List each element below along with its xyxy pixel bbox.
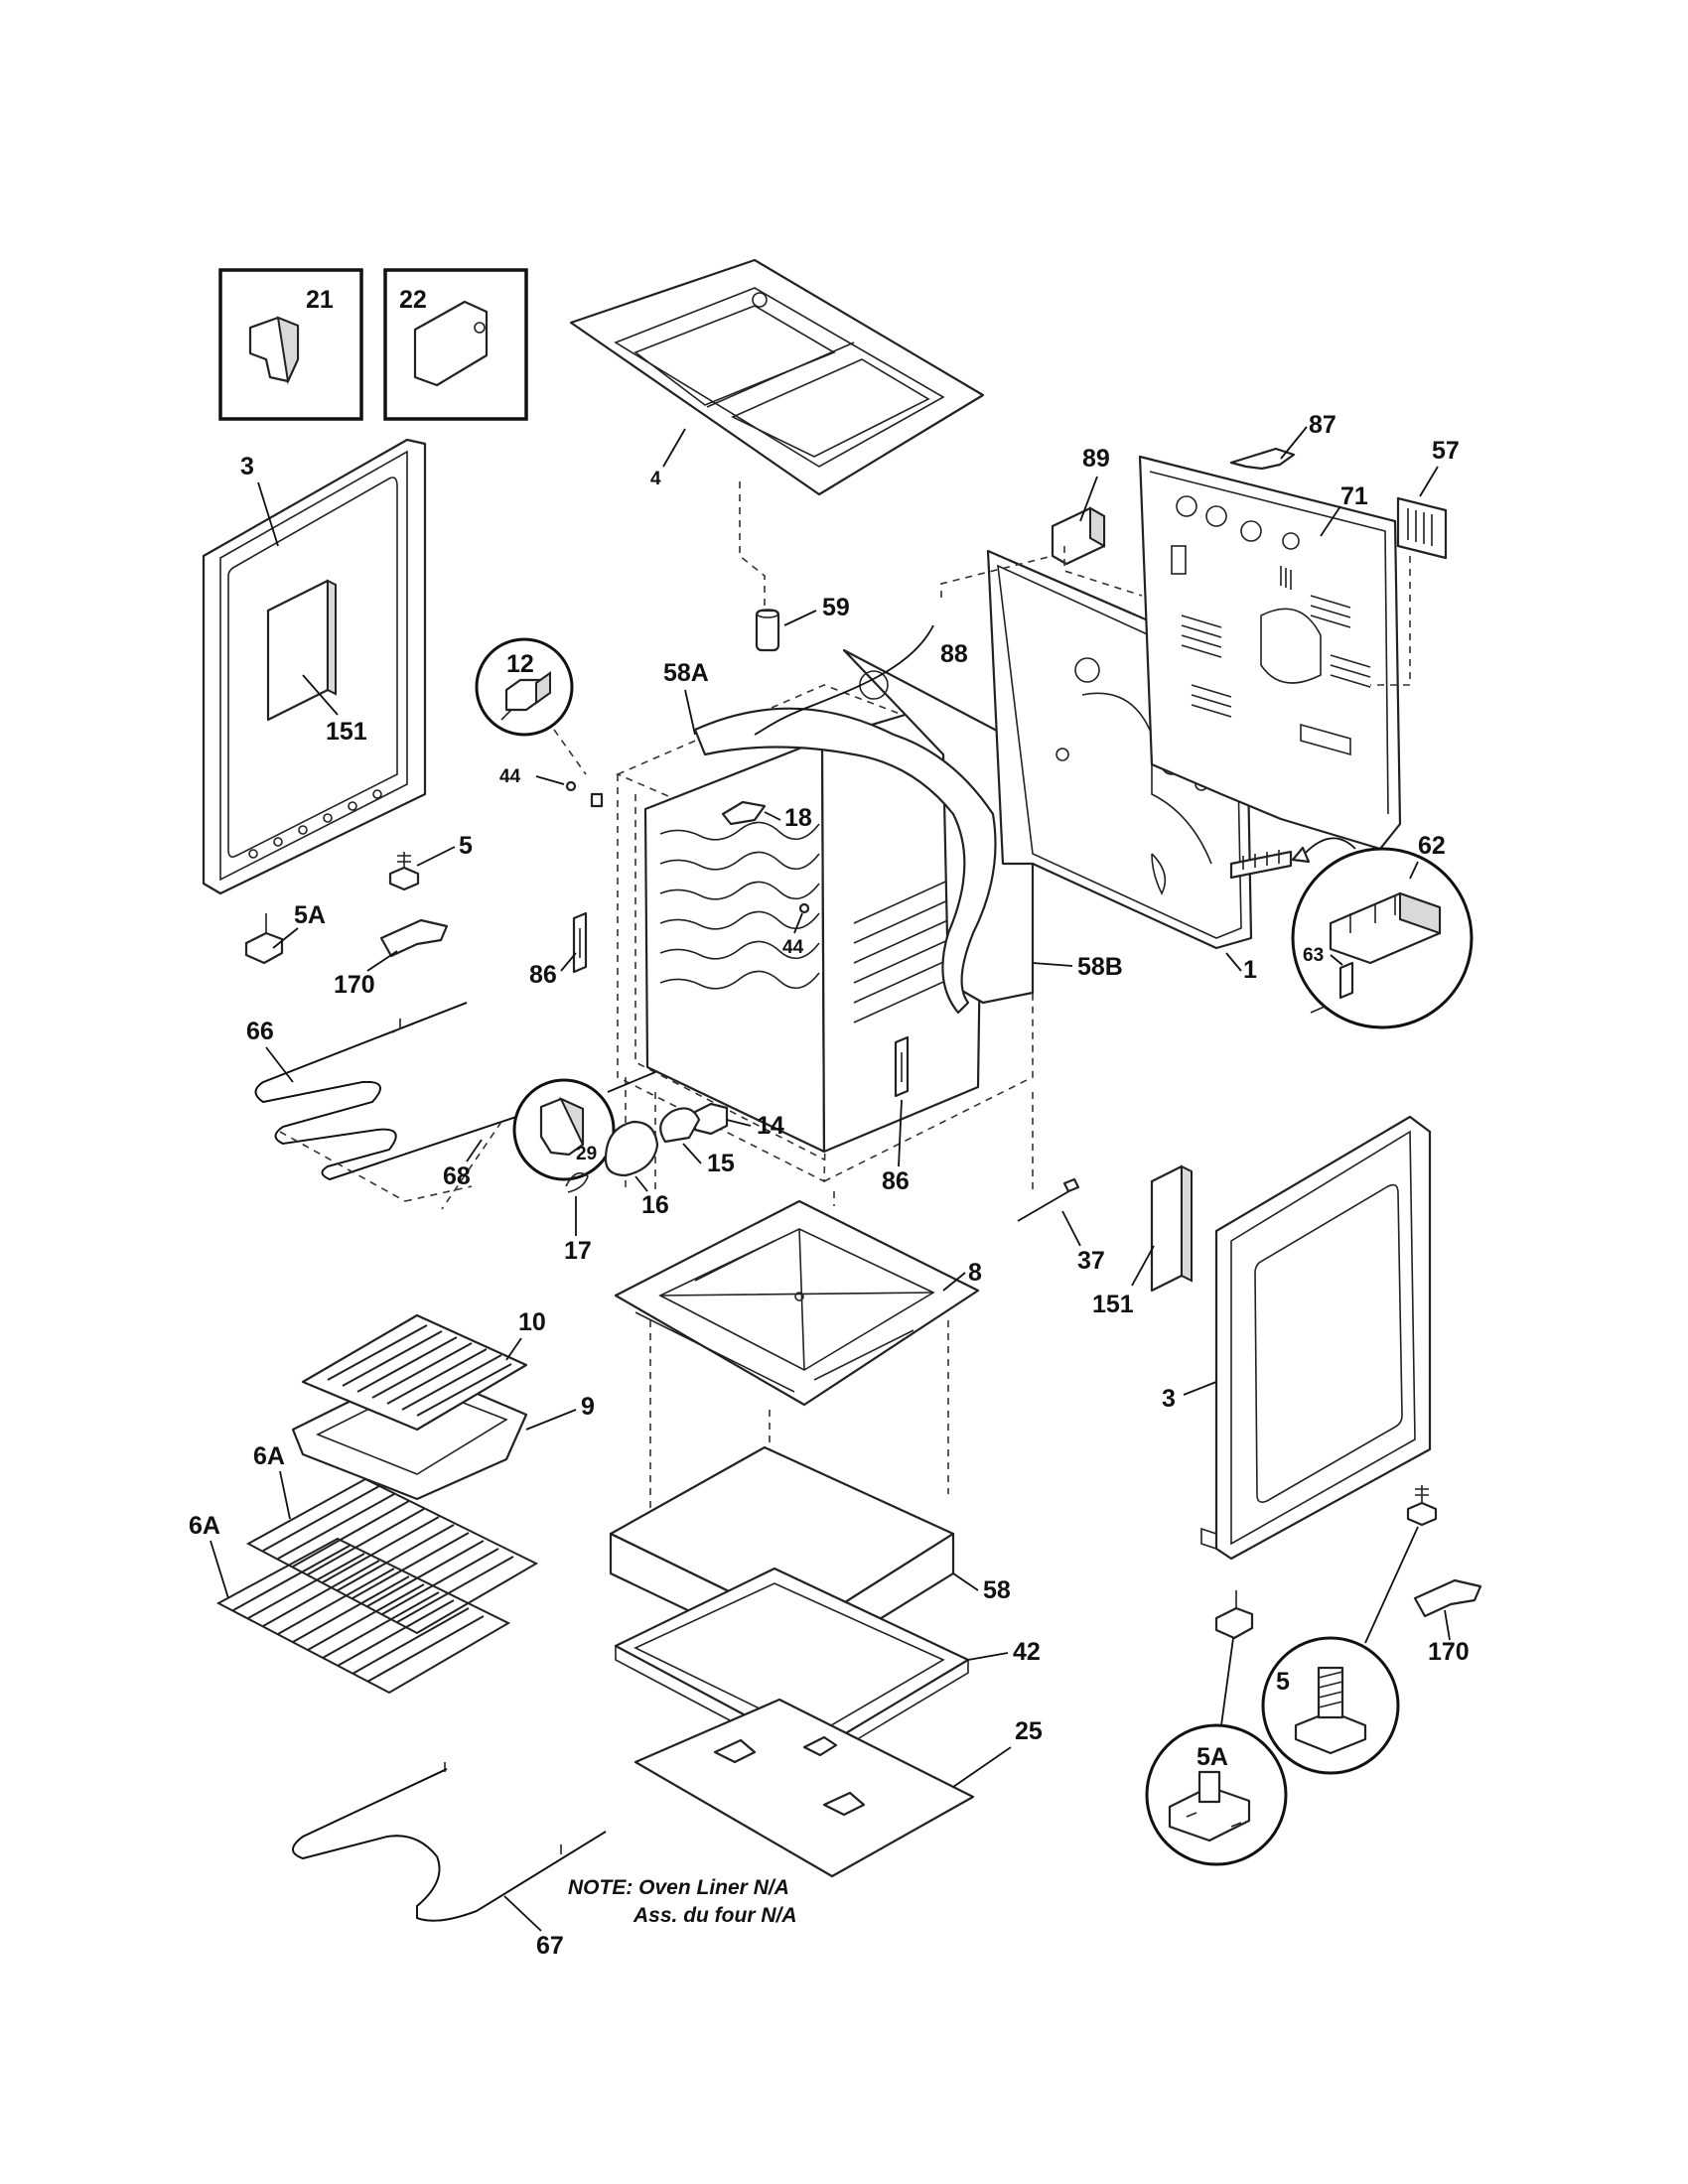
light-bulb-15: [659, 1107, 701, 1144]
callout-58A: 58A: [663, 659, 709, 687]
terminal-strip: [1229, 850, 1293, 880]
callout-4: 4: [650, 469, 661, 489]
light-socket-detail-circle: [512, 1078, 616, 1181]
callout-18: 18: [784, 804, 812, 832]
callout-14: 14: [757, 1112, 784, 1140]
side-bracket-86-left: [572, 911, 588, 974]
callout-57: 57: [1432, 437, 1460, 465]
note-line-1: NOTE: Oven Liner N/A: [568, 1876, 789, 1899]
callout-22: 22: [399, 286, 427, 314]
callout-151-right: 151: [1092, 1291, 1134, 1318]
callout-86-left: 86: [529, 961, 557, 989]
right-door-panel: [1200, 1115, 1432, 1561]
leveling-leg-detail-circle: [1261, 1636, 1400, 1775]
callout-12: 12: [506, 650, 534, 678]
broil-pan-grid-10: [301, 1313, 528, 1432]
leveling-leg-right: [1406, 1485, 1438, 1527]
callout-9: 9: [581, 1393, 595, 1421]
callout-15: 15: [707, 1150, 735, 1177]
terminal-block-detail-circle: [1291, 847, 1474, 1029]
leveling-leg-bracket-left: [244, 913, 284, 965]
callout-58B: 58B: [1077, 953, 1123, 981]
callout-42: 42: [1013, 1638, 1041, 1666]
callout-5-left: 5: [459, 832, 473, 860]
terminal-block-59: [755, 609, 780, 652]
inset-box-part-21: 21: [218, 268, 363, 421]
callout-151-left: 151: [326, 718, 367, 746]
leveling-leg-left: [388, 852, 420, 891]
callout-3-left: 3: [240, 453, 254, 480]
callout-62: 62: [1418, 832, 1446, 860]
callout-67: 67: [536, 1932, 564, 1960]
callout-25: 25: [1015, 1717, 1043, 1745]
lens-clip-17: [565, 1171, 589, 1193]
callout-71: 71: [1340, 482, 1368, 510]
callout-37: 37: [1077, 1247, 1105, 1275]
oven-switch-detail-circle: [475, 637, 574, 737]
bottom-cover-25: [633, 1698, 975, 1878]
oven-rack-bottom: [215, 1537, 511, 1695]
callout-59: 59: [822, 594, 850, 621]
rear-bracket-89: [1051, 506, 1106, 566]
temperature-sensor-37: [1017, 1177, 1080, 1222]
side-bracket-86-right: [894, 1035, 910, 1098]
callout-87: 87: [1309, 411, 1336, 439]
callout-88: 88: [940, 640, 968, 668]
leveling-bracket-detail-circle: [1145, 1723, 1288, 1866]
leveling-leg-bracket-right: [1214, 1590, 1254, 1640]
callout-6A-top: 6A: [253, 1442, 285, 1470]
anti-tip-bracket-left: [379, 918, 449, 958]
anti-tip-bracket-right: [1413, 1578, 1482, 1618]
callout-63: 63: [1303, 945, 1324, 966]
top-panel: [569, 258, 985, 496]
callout-44-a: 44: [499, 766, 521, 787]
callout-29: 29: [576, 1144, 597, 1164]
callout-16: 16: [641, 1191, 669, 1219]
callout-89: 89: [1082, 445, 1110, 473]
oven-bottom-panel: [614, 1199, 980, 1407]
small-cover-plate-87: [1229, 447, 1296, 471]
callout-8: 8: [968, 1259, 982, 1287]
callout-68: 68: [443, 1162, 471, 1190]
inset-box-part-22: 22: [383, 268, 528, 421]
note-line-2: Ass. du four N/A: [633, 1904, 797, 1927]
callout-44-b: 44: [782, 937, 804, 958]
callout-170-left: 170: [334, 971, 375, 999]
callout-170-right: 170: [1428, 1638, 1470, 1666]
callout-5-right: 5: [1276, 1668, 1290, 1696]
callout-5A-right: 5A: [1196, 1743, 1228, 1771]
light-socket-14: [693, 1102, 729, 1136]
callout-1: 1: [1243, 956, 1257, 984]
callout-6A-bottom: 6A: [189, 1512, 220, 1540]
side-rail-151-right: [1150, 1164, 1193, 1293]
back-panel: [1138, 455, 1402, 851]
callout-86-right: 86: [882, 1167, 910, 1195]
callout-3-right: 3: [1162, 1385, 1176, 1413]
callout-17: 17: [564, 1237, 592, 1265]
callout-58: 58: [983, 1576, 1011, 1604]
broil-element-66: [254, 1002, 517, 1180]
bake-element-67: [292, 1762, 607, 1922]
vent-cover-57: [1396, 496, 1448, 560]
callout-66: 66: [246, 1018, 274, 1045]
callout-21: 21: [306, 286, 334, 314]
callout-5A-left: 5A: [294, 901, 326, 929]
left-door-panel: [202, 438, 427, 895]
light-lens-16: [604, 1120, 659, 1177]
oven-cavity-liner: [615, 684, 1035, 1206]
callout-10: 10: [518, 1308, 546, 1336]
